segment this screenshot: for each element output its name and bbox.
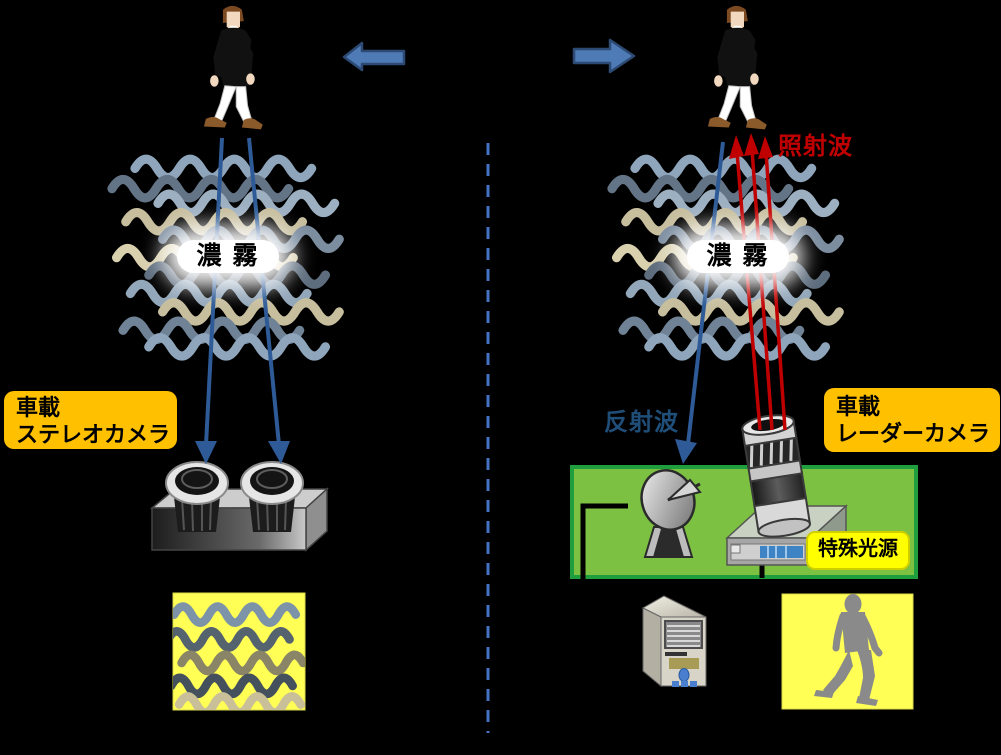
lens-barrel	[741, 414, 812, 538]
left-direction-arrow	[342, 41, 406, 72]
camera-lens-left	[165, 461, 229, 532]
camera-view-fog-image	[172, 592, 306, 711]
fog-label-left: 濃 霧	[177, 240, 279, 273]
irradiated-wave-arrows	[729, 133, 787, 431]
radar-camera-label-line2: レーダーカメラ	[836, 421, 991, 446]
reflected-wave-arrow	[675, 141, 725, 464]
stereo-camera-label-line1: 車載	[16, 395, 61, 420]
detected-person-silhouette	[814, 594, 883, 706]
pedestrian-illustration-right	[707, 5, 768, 130]
stereo-camera-illustration	[149, 461, 329, 552]
right-direction-arrow	[572, 38, 636, 74]
irradiated-wave-text: 照射波	[778, 133, 853, 160]
camera-lens-right	[240, 461, 304, 532]
light-ray-arrows-left	[195, 137, 290, 464]
stereo-camera-label-line2: ステレオカメラ	[16, 422, 171, 447]
fog-label-right: 濃 霧	[687, 240, 789, 273]
radar-dish-icon	[640, 469, 702, 558]
special-light-source-label: 特殊光源	[806, 531, 910, 570]
radar-camera-label-line1: 車載	[836, 394, 881, 419]
pedestrian-illustration-left	[203, 5, 264, 130]
reflected-wave-text: 反射波	[604, 409, 679, 436]
laser-camera-illustration	[725, 414, 848, 567]
stereo-camera-label: 車載 ステレオカメラ	[4, 391, 177, 449]
radar-camera-label: 車載 レーダーカメラ	[824, 388, 1000, 452]
radar-view-person-image	[781, 593, 914, 710]
computer-tower-icon	[641, 595, 707, 688]
